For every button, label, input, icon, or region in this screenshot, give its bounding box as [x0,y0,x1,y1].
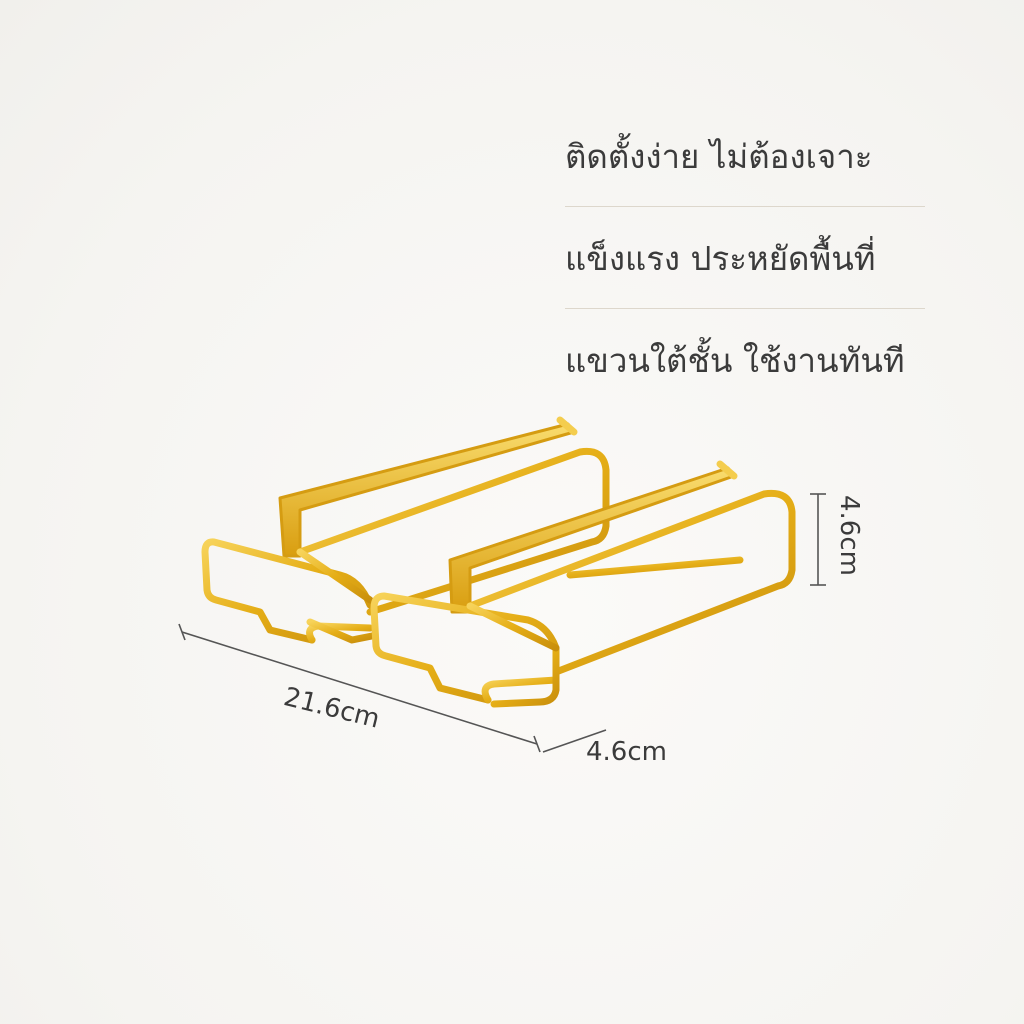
feature-list: ติดตั้งง่าย ไม่ต้องเจาะ แข็งแรง ประหยัดพ… [565,128,927,388]
feature-item-2: แข็งแรง ประหยัดพื้นที่ [565,238,876,278]
divider [565,206,925,207]
feature-item-1: ติดตั้งง่าย ไม่ต้องเจาะ [565,136,873,176]
rack-unit-left [201,416,610,644]
length-dimension-line [181,631,538,745]
feature-item-3: แขวนใต้ชั้น ใช้งานทันที [565,340,905,380]
dimension-lines [178,493,826,753]
depth-dimension-label: 4.6cm [586,737,667,767]
height-dimension-label: 4.6cm [834,495,864,576]
depth-dimension-line [542,729,607,753]
divider [565,308,925,309]
rack-unit-right [370,460,796,708]
